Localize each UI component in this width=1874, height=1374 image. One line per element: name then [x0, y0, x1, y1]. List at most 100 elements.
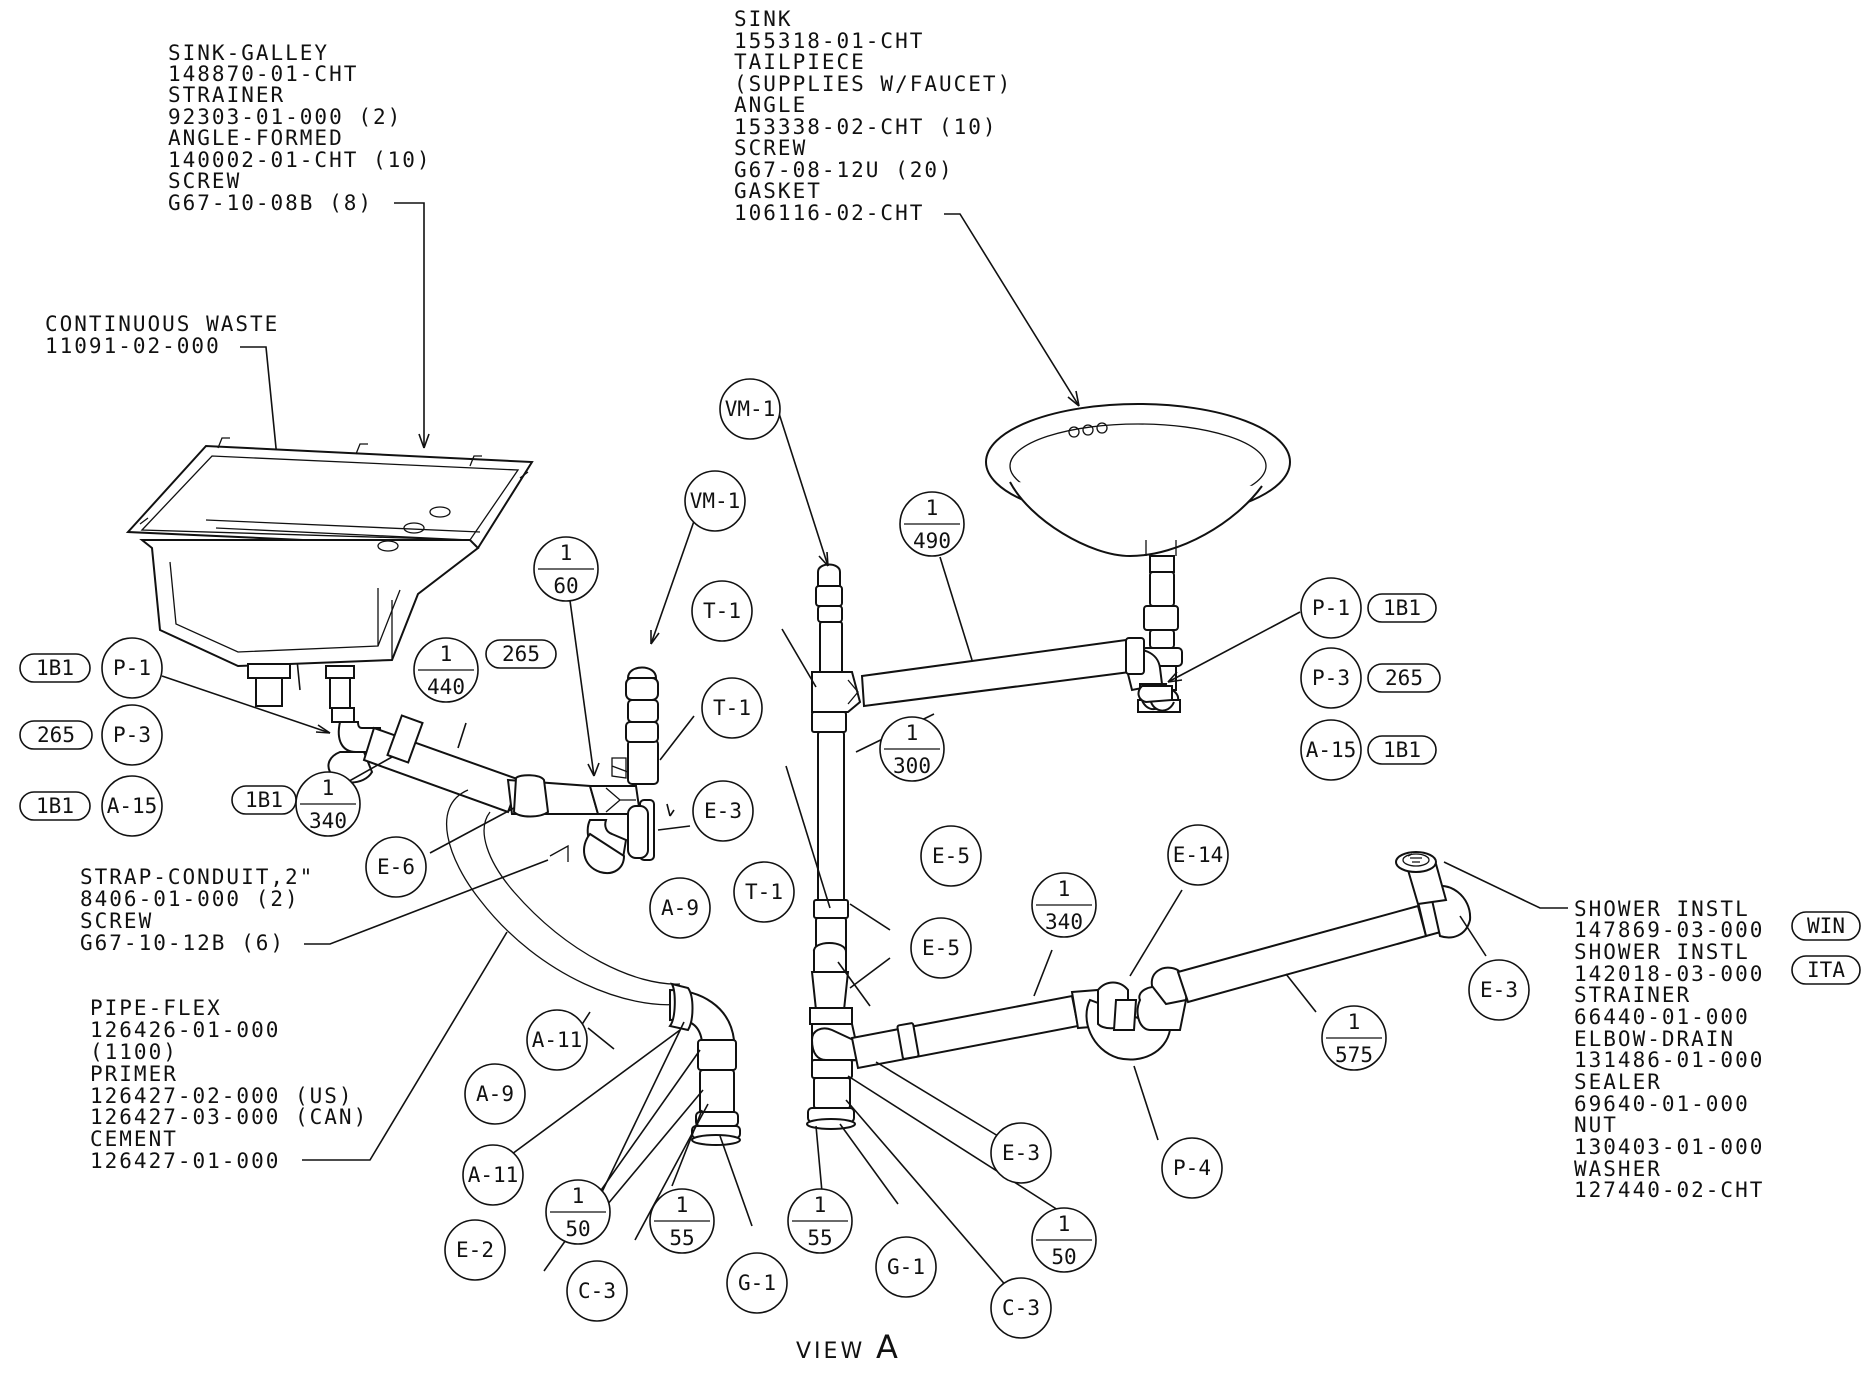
vent-stack [806, 563, 863, 1130]
balloon-text: T-1 [713, 696, 751, 720]
note-line: 126427-02-000 (US) [90, 1084, 354, 1108]
tag-win: WIN [1791, 911, 1861, 941]
tag-1b1-d: 1B1 [1367, 593, 1437, 623]
tag-265-b: 265 [19, 720, 93, 750]
tag-1b1-c: 1B1 [19, 791, 91, 821]
balloon-p3-right: P-3 [1300, 647, 1362, 709]
note-line: 66440-01-000 [1574, 1005, 1750, 1029]
tag-text: WIN [1807, 914, 1845, 938]
balloon-text: A-9 [476, 1082, 514, 1106]
leader-line [394, 202, 425, 448]
note-line: 131486-01-000 [1574, 1048, 1764, 1072]
balloon-text: P-4 [1173, 1156, 1211, 1180]
balloon-text: E-2 [456, 1238, 494, 1262]
balloon-text: A-11 [468, 1163, 519, 1187]
balloon-text: P-1 [113, 656, 151, 680]
note-line: 106116-02-CHT [734, 201, 924, 225]
note-line: G67-10-12B (6) [80, 931, 285, 955]
fraction-bottom: 340 [1045, 910, 1083, 934]
fraction-top: 1 [814, 1193, 827, 1217]
balloon-text: VM-1 [690, 489, 741, 513]
view-label-letter: A [876, 1328, 898, 1366]
note-line: 92303-01-000 (2) [168, 105, 402, 129]
note-line: ANGLE-FORMED [168, 126, 344, 150]
note-line: SCREW [168, 169, 241, 193]
note-line: TAILPIECE [734, 50, 866, 74]
balloon-text: C-3 [1002, 1296, 1040, 1320]
balloon-text: G-1 [738, 1271, 776, 1295]
balloon-text: E-3 [1002, 1141, 1040, 1165]
tag-1b1-e: 1B1 [1367, 735, 1437, 765]
note-line: 126427-01-000 [90, 1149, 280, 1173]
note-line: ANGLE [734, 93, 807, 117]
balloon-c3-b: C-3 [990, 1277, 1052, 1339]
note-line: 153338-02-CHT (10) [734, 115, 998, 139]
balloon-a15-left: A-15 [101, 775, 163, 837]
note-line: (SUPPLIES W/FAUCET) [734, 72, 1012, 96]
tag-text: 265 [37, 723, 75, 747]
balloon-p4: P-4 [1161, 1137, 1223, 1199]
fraction-55-left: 155 [649, 1188, 715, 1254]
balloon-text: E-3 [704, 799, 742, 823]
note-line: (1100) [90, 1040, 178, 1064]
note-line: WASHER [1574, 1157, 1662, 1181]
balloon-a9-b: A-9 [464, 1063, 526, 1125]
fraction-top: 1 [926, 496, 939, 520]
lav-sink [985, 403, 1291, 713]
balloon-e2: E-2 [444, 1219, 506, 1281]
tag-text: 1B1 [36, 656, 74, 680]
note-line: SCREW [734, 136, 807, 160]
balloon-text: VM-1 [725, 397, 776, 421]
galley-sink [125, 437, 534, 784]
balloon-g1-b: G-1 [875, 1236, 937, 1298]
note-sink-lav: SINK 155318-01-CHT TAILPIECE (SUPPLIES W… [734, 7, 1012, 225]
fraction-top: 1 [906, 721, 919, 745]
fraction-bottom: 50 [565, 1217, 590, 1241]
note-line: 127440-02-CHT [1574, 1178, 1764, 1202]
note-line: G67-10-08B (8) [168, 191, 373, 215]
note-line: SINK-GALLEY [168, 41, 329, 65]
balloon-text: E-5 [932, 844, 970, 868]
balloon-text: T-1 [703, 599, 741, 623]
balloon-p1-left: P-1 [101, 637, 163, 699]
fraction-top: 1 [1348, 1010, 1361, 1034]
leader-line [944, 213, 1080, 407]
note-line: CEMENT [90, 1127, 178, 1151]
tag-ita: ITA [1791, 955, 1861, 985]
view-label-word: VIEW [796, 1339, 865, 1364]
note-line: 142018-03-000 [1574, 962, 1764, 986]
fraction-60: 160 [533, 536, 599, 602]
balloon-t1-c: T-1 [733, 861, 795, 923]
balloon-text: E-6 [377, 855, 415, 879]
fraction-top: 1 [1058, 877, 1071, 901]
lav-waste-pipe [860, 637, 1145, 708]
fraction-top: 1 [572, 1184, 585, 1208]
leader-lines [161, 403, 1487, 1289]
note-strap-conduit: STRAP-CONDUIT,2" 8406-01-000 (2) SCREW G… [80, 865, 312, 955]
balloon-text: E-14 [1173, 843, 1224, 867]
tag-265-c: 265 [1367, 663, 1441, 693]
fraction-top: 1 [322, 776, 335, 800]
balloon-a15-right: A-15 [1300, 719, 1362, 781]
balloon-a11-b: A-11 [462, 1144, 524, 1206]
balloon-text: A-15 [1306, 738, 1357, 762]
note-line: PRIMER [90, 1062, 178, 1086]
tag-text: 265 [502, 642, 540, 666]
note-line: CONTINUOUS WASTE [45, 312, 279, 336]
tag-text: 1B1 [1383, 596, 1421, 620]
fraction-55-mid: 155 [787, 1188, 853, 1254]
balloon-text: G-1 [887, 1255, 925, 1279]
balloon-text: T-1 [745, 880, 783, 904]
balloon-e5-a: E-5 [920, 825, 982, 887]
note-line: SHOWER INSTL [1574, 897, 1750, 921]
balloon-text: P-3 [1312, 666, 1350, 690]
note-line: 11091-02-000 [45, 334, 221, 358]
tag-1b1-b: 1B1 [19, 653, 91, 683]
fraction-top: 1 [676, 1193, 689, 1217]
balloon-a11-a: A-11 [526, 1009, 588, 1071]
tag-text: 1B1 [1383, 738, 1421, 762]
